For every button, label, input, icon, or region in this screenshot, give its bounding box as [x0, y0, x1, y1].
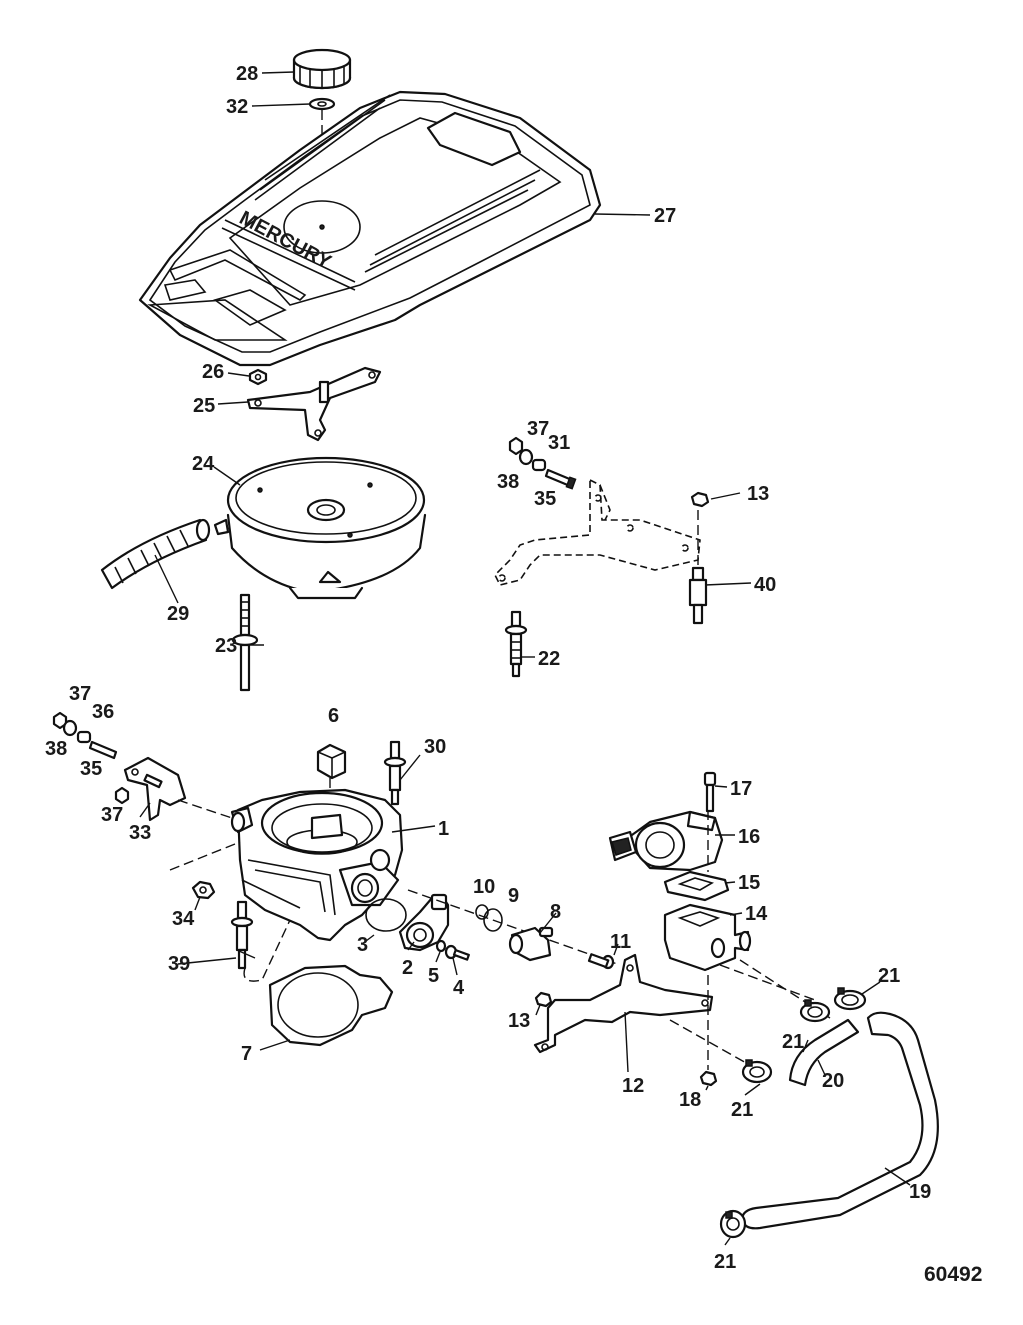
throttle-body-gasket	[268, 964, 394, 1047]
callout-12: 12	[622, 1075, 644, 1097]
callout-5: 5	[428, 965, 439, 987]
crankcase-vent-hose	[100, 518, 211, 590]
hose-clamp-21d	[719, 1209, 747, 1239]
callout-33: 33	[129, 822, 151, 844]
callout-26: 26	[202, 361, 224, 383]
iac-adapter	[663, 903, 752, 972]
hose-19	[740, 1011, 939, 1230]
nut-34	[191, 880, 216, 900]
hose-clamp-21c	[741, 1059, 773, 1084]
standoff-stud-40	[688, 566, 708, 625]
callout-37-bracket: 37	[101, 804, 123, 826]
figure-number: 60492	[924, 1263, 982, 1286]
callout-24: 24	[192, 453, 215, 475]
callout-21-right: 21	[878, 965, 900, 987]
nut-18	[699, 1070, 718, 1087]
callout-6: 6	[328, 705, 339, 727]
callout-21-mid: 21	[782, 1031, 804, 1053]
callout-21-bottom: 21	[714, 1251, 736, 1273]
leader-lines	[139, 71, 911, 1246]
o-ring-10	[475, 904, 489, 920]
bolt-17	[703, 771, 717, 813]
callout-3: 3	[357, 934, 368, 956]
callout-9: 9	[508, 885, 519, 907]
callout-10: 10	[473, 876, 495, 898]
callout-34: 34	[172, 908, 195, 930]
iac-gasket	[663, 870, 730, 902]
iac-mounting-bracket	[533, 953, 714, 1054]
callout-13-lower: 13	[508, 1010, 530, 1032]
sensor-6	[316, 743, 347, 780]
callout-23: 23	[215, 635, 237, 657]
callout-20: 20	[822, 1070, 844, 1092]
callout-32: 32	[226, 96, 248, 118]
nut-13-lower	[534, 991, 553, 1008]
washer-5	[435, 939, 447, 953]
air-cleaner-bracket	[246, 366, 382, 442]
washer-38-left	[62, 719, 78, 737]
throttle-position-sensor	[398, 893, 450, 952]
callout-17: 17	[730, 778, 752, 800]
screw-35-upper	[544, 468, 577, 490]
callout-40: 40	[754, 574, 776, 596]
callout-4: 4	[453, 977, 465, 999]
callout-35-left: 35	[80, 758, 102, 780]
washer-38-upper	[518, 448, 534, 466]
throttle-body	[230, 788, 404, 942]
screw-35-left	[88, 740, 118, 760]
callout-16: 16	[738, 826, 760, 848]
callout-22: 22	[538, 648, 560, 670]
spacer-36	[76, 730, 92, 744]
stud-30	[383, 740, 407, 806]
idle-air-motor	[608, 810, 724, 872]
cap-washer	[308, 97, 336, 111]
callout-37-upper: 37	[527, 418, 549, 440]
bracket-nut	[248, 368, 268, 386]
spacer-31	[531, 458, 547, 472]
callout-1: 1	[438, 818, 449, 840]
callout-labels: 28 32 27 26 25 24 29 23 37 31 38 35 13 4…	[45, 63, 982, 1286]
stud-39	[230, 900, 254, 970]
callout-21-lower: 21	[731, 1099, 753, 1121]
callout-2: 2	[402, 957, 413, 979]
callout-36: 36	[92, 701, 114, 723]
callout-7: 7	[241, 1043, 252, 1065]
callout-38-left: 38	[45, 738, 67, 760]
engine-cover: MERCURY	[138, 90, 602, 367]
callout-35-upper: 35	[534, 488, 556, 510]
hose-clamp-21a	[833, 987, 867, 1011]
callout-11: 11	[610, 931, 631, 953]
callout-27: 27	[654, 205, 676, 227]
flame-arrestor	[213, 456, 427, 600]
callout-39: 39	[168, 953, 190, 975]
throttle-cable-bracket	[123, 756, 187, 822]
stud-22	[504, 610, 528, 678]
idle-air-control-valve	[508, 926, 554, 962]
callout-29: 29	[167, 603, 189, 625]
callout-18: 18	[679, 1089, 701, 1111]
callout-25: 25	[193, 395, 215, 417]
o-ring-9	[483, 908, 503, 932]
callout-38-upper: 38	[497, 471, 519, 493]
callout-8: 8	[550, 901, 561, 923]
callout-28: 28	[236, 63, 258, 85]
nut-37-upper	[508, 436, 524, 456]
nut-13-upper	[690, 491, 710, 508]
screw-4	[444, 944, 470, 961]
hose-20	[788, 1018, 860, 1087]
oil-fill-cap	[292, 48, 352, 90]
callout-37-left: 37	[69, 683, 91, 705]
o-ring-3	[365, 898, 407, 932]
callout-30: 30	[424, 736, 446, 758]
nut-37-bracket	[114, 786, 130, 805]
bracket-ghost-upper	[494, 478, 701, 586]
callout-31: 31	[548, 432, 570, 454]
hose-clamp-21b	[799, 999, 831, 1023]
callout-13-upper: 13	[747, 483, 769, 505]
callout-14: 14	[745, 903, 768, 925]
screw-11	[587, 953, 615, 970]
callout-15: 15	[738, 872, 760, 894]
callout-19: 19	[909, 1181, 931, 1203]
